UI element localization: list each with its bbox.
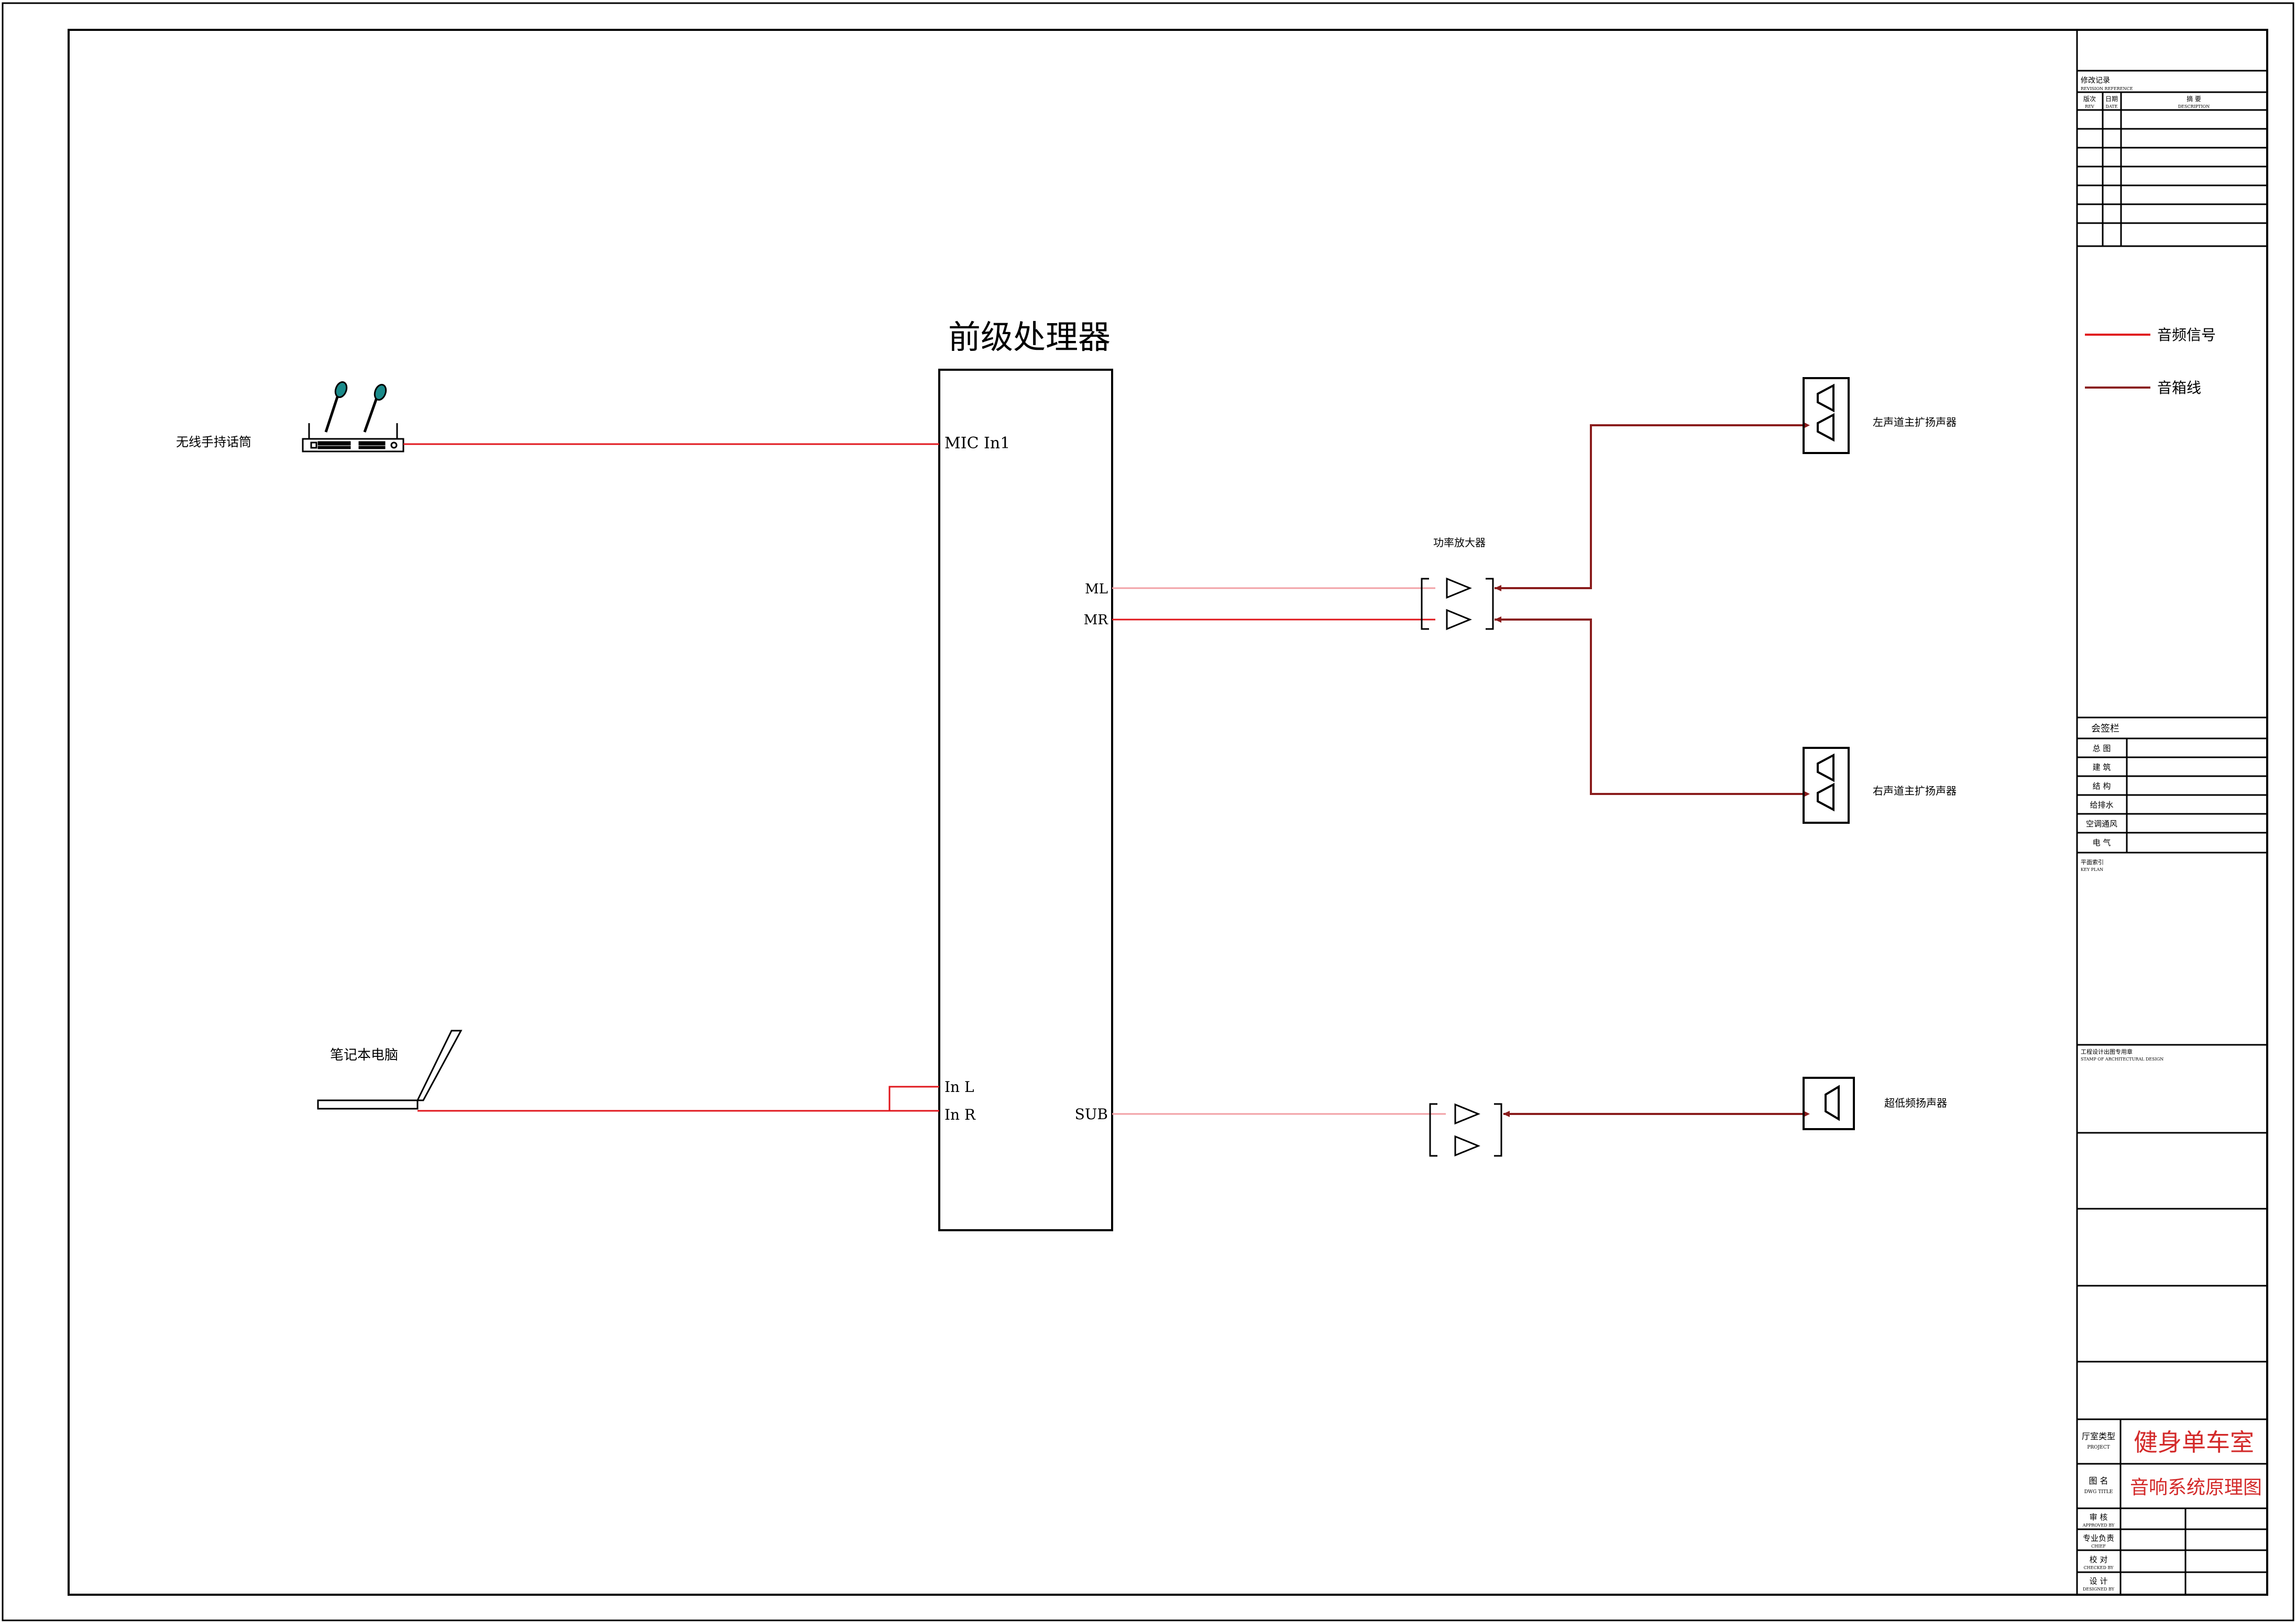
signoff-label: 校 对	[2090, 1555, 2108, 1564]
rev-col-no: 版次	[2083, 95, 2096, 103]
rev-col-desc-en: DESCRIPTION	[2178, 104, 2210, 109]
amplifier-main-icon	[1421, 577, 1494, 631]
key-plan-label: 平面索引	[2081, 858, 2104, 866]
processor-port-inr: In R	[944, 1106, 976, 1123]
dwg-title-label-en: DWG TITLE	[2084, 1489, 2113, 1495]
laptop-label: 笔记本电脑	[330, 1047, 398, 1063]
revision-header: 修改记录	[2081, 76, 2110, 85]
processor-port-mr: MR	[1084, 612, 1109, 628]
processor-port-ml: ML	[1085, 581, 1108, 597]
countersign-row: 电 气	[2093, 838, 2111, 847]
processor-port-inl: In L	[944, 1078, 974, 1096]
revision-header-en: REVISION REFERENCE	[2081, 86, 2133, 91]
subwoofer-label: 超低频扬声器	[1884, 1097, 1947, 1109]
right-speaker-icon	[1803, 747, 1850, 824]
subwoofer-icon	[1803, 1077, 1855, 1130]
wireless-mic-icon	[302, 381, 404, 452]
wireless-mic-label: 无线手持话筒	[176, 435, 251, 449]
left-amp-arrow	[1495, 585, 1501, 591]
processor-title: 前级处理器	[948, 318, 1111, 356]
amplifier-label: 功率放大器	[1433, 536, 1486, 549]
legend-audio-signal-label: 音频信号	[2157, 326, 2216, 344]
project-label-en: PROJECT	[2087, 1445, 2110, 1450]
dwg-title-label: 图 名	[2089, 1476, 2108, 1486]
rev-col-no-en: REV	[2085, 104, 2094, 109]
project-name: 健身单车室	[2134, 1428, 2254, 1456]
stamp-label: 工程设计出图专用章	[2081, 1048, 2133, 1055]
left-speaker-label: 左声道主扩扬声器	[1873, 416, 1957, 428]
rev-col-date-en: DATE	[2106, 104, 2118, 109]
rev-col-desc: 摘 要	[2187, 95, 2201, 103]
project-label: 厅室类型	[2082, 1431, 2115, 1441]
stamp-label-en: STAMP OF ARCHITECTURAL DESIGN	[2081, 1057, 2163, 1062]
processor-port-mic: MIC In1	[944, 434, 1010, 452]
signoff-label-en: CHIEF	[2091, 1544, 2106, 1549]
sub-amp-arrow	[1503, 1111, 1510, 1117]
sub-speaker-cable-arrow	[1804, 1111, 1810, 1117]
amplifier-sub-icon	[1429, 1103, 1502, 1157]
rev-col-date: 日期	[2105, 95, 2118, 103]
signoff-label: 审 核	[2090, 1512, 2108, 1522]
signoff-label: 专业负责	[2083, 1533, 2114, 1543]
legend-speaker-cable-label: 音箱线	[2157, 379, 2201, 396]
countersign-row: 总 图	[2093, 744, 2111, 753]
left-speaker-cable	[1495, 424, 1804, 589]
laptop-inl-branch-line	[888, 1086, 939, 1111]
key-plan-label-en: KEY PLAN	[2081, 867, 2103, 872]
countersign-row: 给排水	[2090, 800, 2113, 810]
signoff-label-en: APPROVED BY	[2082, 1523, 2115, 1528]
right-speaker-cable-arrow	[1804, 791, 1810, 797]
left-speaker-cable-arrow	[1804, 422, 1810, 428]
signoff-label: 设 计	[2090, 1576, 2108, 1586]
left-speaker-icon	[1803, 377, 1850, 454]
processor-port-sub: SUB	[1075, 1106, 1108, 1123]
countersign-row: 建 筑	[2093, 763, 2111, 772]
countersign-row: 结 构	[2093, 781, 2111, 791]
countersign-header: 会签栏	[2091, 723, 2119, 734]
right-amp-arrow	[1495, 616, 1501, 623]
right-speaker-label: 右声道主扩扬声器	[1873, 785, 1957, 797]
dwg-title-name: 音响系统原理图	[2130, 1477, 2262, 1498]
signoff-label-en: DESIGNED BY	[2083, 1587, 2115, 1592]
right-speaker-cable	[1495, 619, 1804, 795]
signoff-label-en: CHECKED BY	[2084, 1565, 2114, 1570]
laptop-icon	[317, 1030, 463, 1110]
title-block	[2076, 30, 2267, 1595]
processor-block	[938, 369, 1113, 1231]
countersign-row: 空调通风	[2086, 819, 2117, 829]
inner-frame	[68, 29, 2268, 1596]
